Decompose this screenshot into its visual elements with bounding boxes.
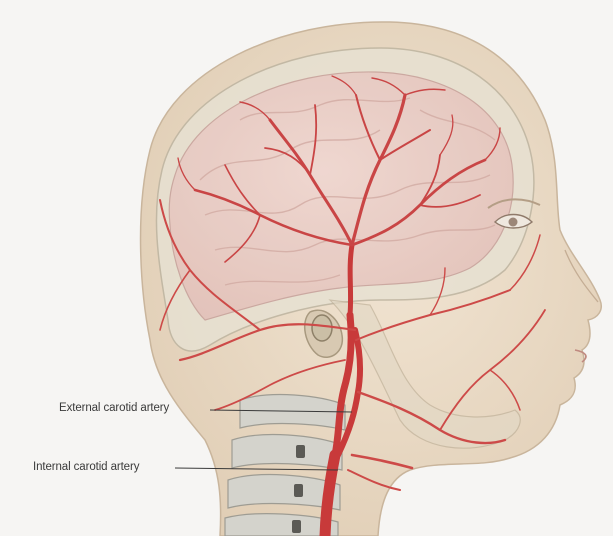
- iris: [509, 218, 518, 227]
- ear-canal: [312, 315, 332, 341]
- label-internal-carotid-artery: Internal carotid artery: [33, 461, 139, 473]
- label-external-carotid-artery: External carotid artery: [59, 402, 169, 414]
